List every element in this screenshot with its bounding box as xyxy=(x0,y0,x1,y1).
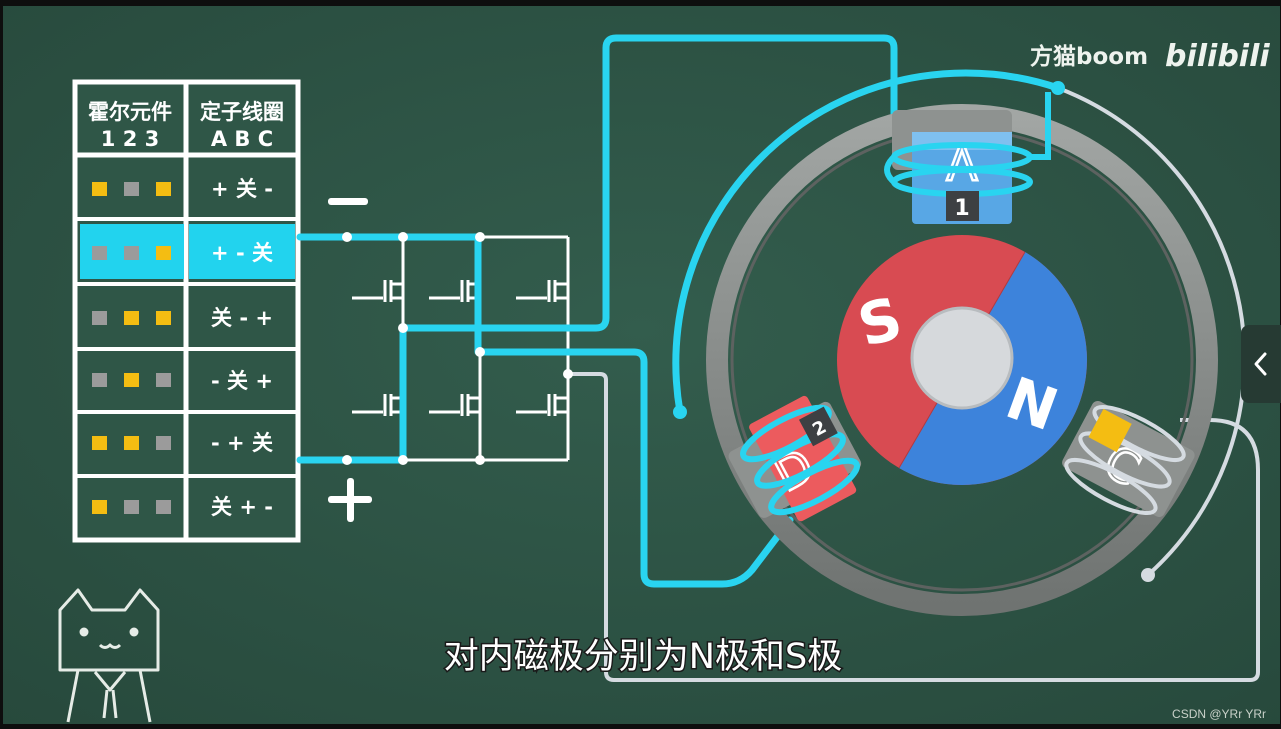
hall-indicator xyxy=(156,436,171,450)
hall-indicator xyxy=(92,500,107,514)
channel-watermark: 方猫boom xyxy=(1030,43,1148,70)
hall-indicator xyxy=(156,373,171,387)
power-terminals xyxy=(328,198,372,522)
bilibili-logo-icon: bilibili xyxy=(1165,39,1270,74)
neutral-ring xyxy=(1057,86,1247,577)
hall-indicator xyxy=(156,311,171,325)
hall-indicator xyxy=(156,246,171,260)
hall-sensor-2 xyxy=(798,406,838,447)
video-subtitle: 对内磁极分别为N极和S极 xyxy=(444,637,842,677)
coil-state: - 关 + xyxy=(211,369,273,393)
active-current-path xyxy=(296,34,898,588)
svg-text:1: 1 xyxy=(954,196,969,221)
collapse-panel-button[interactable] xyxy=(1241,325,1281,403)
coil-state: 关 + - xyxy=(211,495,273,519)
hall-indicator xyxy=(124,311,139,325)
cat-mascot-icon xyxy=(58,588,160,723)
hall-indicator xyxy=(124,436,139,450)
coil-c: C xyxy=(1062,400,1195,517)
hall-indicator xyxy=(92,436,107,450)
hall-indicator xyxy=(124,182,139,196)
coil-a: A 1 xyxy=(884,92,1051,224)
hall-indicator xyxy=(124,246,139,260)
hall-indicator xyxy=(156,500,171,514)
hall-indicator xyxy=(92,311,107,325)
coil-state: - + 关 xyxy=(211,431,273,455)
stator-coil-letters: A B C xyxy=(211,127,273,151)
coil-state: + 关 - xyxy=(211,177,273,201)
coil-state: 关 - + xyxy=(211,306,273,330)
hall-indicator xyxy=(92,373,107,387)
commutation-table: 霍尔元件 1 2 3 定子线圈 A B C + 关 - + - 关 关 - + … xyxy=(72,79,301,543)
coil-state: + - 关 xyxy=(211,241,273,265)
rotor-shaft xyxy=(910,306,1014,410)
hall-indicator xyxy=(124,373,139,387)
hall-sensor-1 xyxy=(946,191,979,221)
hall-indicator xyxy=(124,500,139,514)
hall-indicator xyxy=(92,182,107,196)
minus-sign-icon xyxy=(328,198,368,205)
rotor-magnet: S N xyxy=(837,235,1087,486)
hall-indicator xyxy=(156,182,171,196)
row-highlight xyxy=(189,224,295,279)
csdn-credit: CSDN @YRr YRr xyxy=(1172,707,1266,721)
bldc-motor: A 1 D 2 C xyxy=(672,69,1247,616)
stator-coil-header: 定子线圈 xyxy=(200,100,284,124)
hall-sensor-header: 霍尔元件 xyxy=(88,100,172,124)
neutral-ring-active xyxy=(672,69,1060,413)
hall-indicator xyxy=(92,246,107,260)
chevron-left-icon xyxy=(1254,352,1267,376)
coil-d: D 2 xyxy=(728,395,862,522)
phase-c-wire xyxy=(568,372,1260,682)
hall-sensor-3 xyxy=(1088,408,1132,453)
hall-sensor-numbers: 1 2 3 xyxy=(101,127,159,151)
